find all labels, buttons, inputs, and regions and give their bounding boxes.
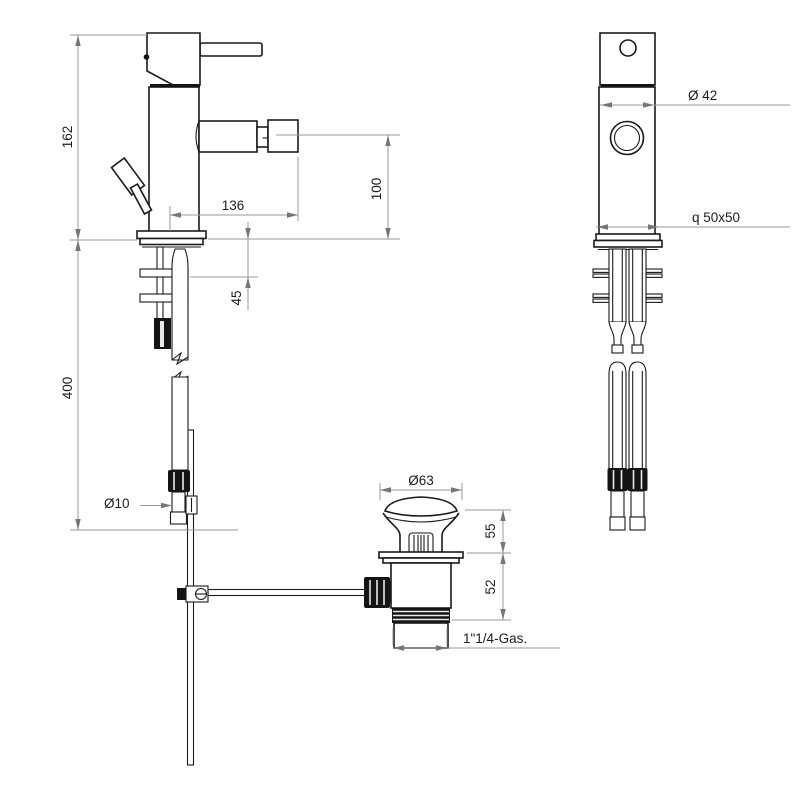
- dim-base-square: q 50x50: [596, 210, 790, 230]
- side-handle-hole: [619, 39, 637, 57]
- front-hose: [168, 248, 198, 525]
- dim-total-height: 162: [60, 34, 147, 241]
- dim-label-52: 52: [483, 579, 498, 594]
- waste-cap: [383, 496, 459, 517]
- handle-lever: [199, 42, 263, 57]
- dim-under-deck: 45: [190, 222, 258, 310]
- supply-hose-right: [626, 248, 649, 531]
- dim-label-o10: Ø10: [104, 496, 130, 511]
- dim-waste-lower: 52: [452, 553, 511, 621]
- handle-block: [146, 32, 201, 86]
- waste-thread: [392, 608, 450, 623]
- dim-cap-diameter: Ø63: [379, 473, 463, 500]
- aerator: [267, 119, 299, 153]
- dim-label-o63: Ø63: [408, 473, 434, 488]
- dim-label-100: 100: [369, 178, 384, 201]
- side-studs: [592, 268, 663, 303]
- pop-up-linkage: [177, 577, 408, 608]
- dim-label-55: 55: [483, 523, 498, 538]
- horizontal-rod: [207, 588, 366, 597]
- mounting-stud: [156, 246, 164, 320]
- dim-thread: 1"1/4-Gas.: [392, 628, 560, 651]
- dim-rod-length: 400: [60, 240, 238, 531]
- waste-tailpipe: [393, 622, 449, 649]
- side-view: [592, 32, 663, 531]
- dim-label-o42: Ø 42: [688, 88, 717, 103]
- dim-label-50x50: q 50x50: [692, 210, 740, 225]
- dim-spout-reach: 136: [169, 157, 299, 231]
- fixing-nut-slot: [160, 321, 164, 347]
- cartridge-ring: [150, 84, 200, 88]
- side-spout-inner: [613, 124, 641, 152]
- faucet-body: [148, 86, 200, 234]
- dim-label-162: 162: [60, 126, 75, 149]
- dim-label-45: 45: [229, 290, 244, 305]
- dim-waste-upper: 55: [465, 509, 511, 554]
- dimensions: 162 400 136 100: [60, 34, 790, 651]
- waste-neck-left: [382, 512, 401, 554]
- front-view: [110, 32, 408, 766]
- waste-flange-upper: [378, 551, 464, 559]
- handle-screw: [143, 54, 150, 60]
- side-spout-outer: [609, 120, 645, 156]
- spout: [195, 119, 299, 153]
- dim-label-thread: 1"1/4-Gas.: [463, 631, 527, 646]
- dim-spout-height: 100: [208, 134, 400, 240]
- dim-body-diameter: Ø 42: [600, 88, 790, 108]
- supply-hose-left: [606, 248, 629, 531]
- dim-rod-diameter: Ø10: [104, 496, 172, 511]
- side-lever: [110, 156, 153, 216]
- side-body: [598, 86, 656, 236]
- side-cartridge-ring: [601, 84, 654, 88]
- side-base-plate: [593, 233, 663, 251]
- waste-neck-right: [441, 512, 460, 554]
- pop-up-waste-view: [378, 496, 464, 649]
- dim-label-136: 136: [222, 198, 245, 213]
- base-plate: [136, 230, 207, 248]
- side-handle-block: [599, 32, 656, 86]
- waste-body: [390, 562, 452, 609]
- dim-label-400: 400: [60, 377, 75, 400]
- waste-grip: [408, 532, 434, 555]
